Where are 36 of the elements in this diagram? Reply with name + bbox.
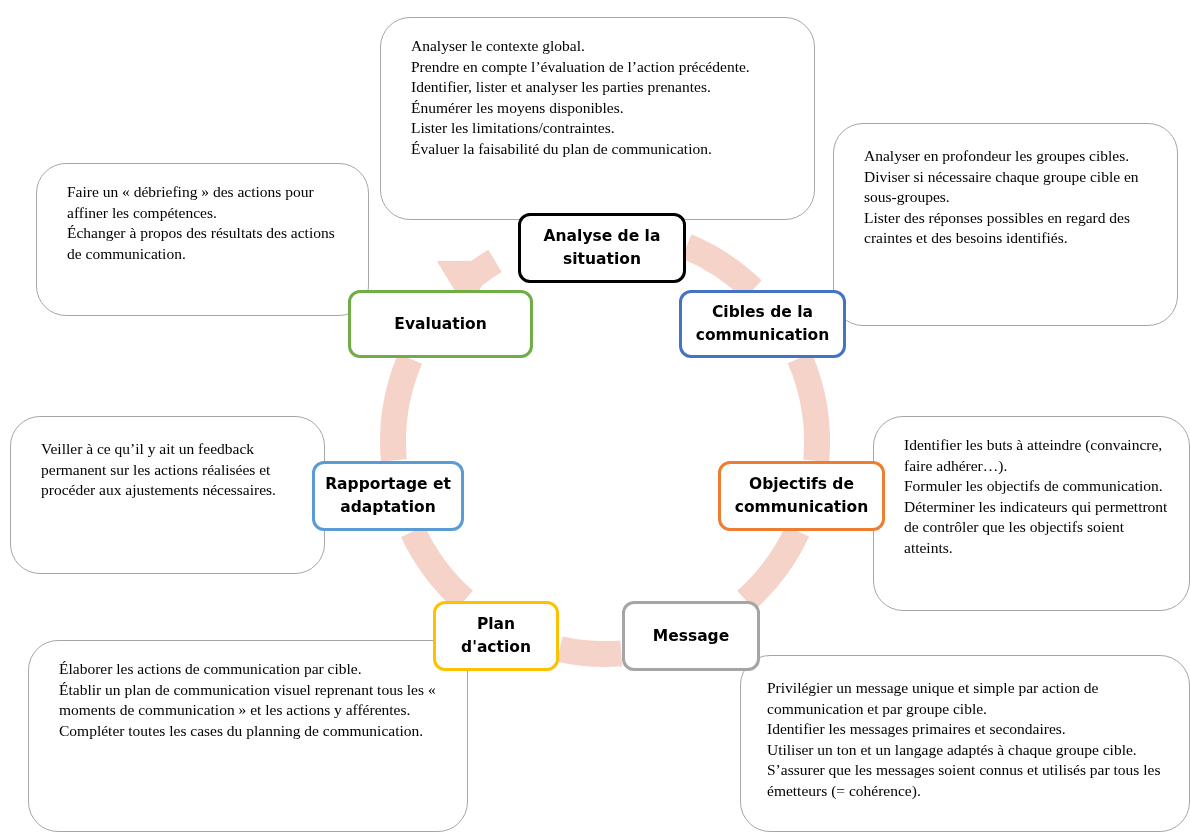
description-text: Faire un « débriefing » des actions pour affiner les compétences. bbox=[67, 182, 315, 223]
step-box: Analyse de la situation bbox=[518, 213, 686, 283]
step-box: Objectifs de communication bbox=[718, 461, 885, 531]
description-text: Identifier les messages primaires et secondaires. bbox=[767, 719, 1067, 739]
step-box: Rapportage et adaptation bbox=[312, 461, 464, 531]
description-text: S’assurer que les messages soient connus et utilisés par tous les émetteurs (= cohérence). bbox=[767, 760, 1162, 801]
note-card bbox=[873, 416, 1190, 611]
description-text: Privilégier un message unique et simple par action de communication et par groupe cible. bbox=[767, 678, 1100, 719]
note-card bbox=[10, 416, 325, 574]
step-box: Evaluation bbox=[348, 290, 533, 358]
step-box: Plan d'action bbox=[433, 601, 559, 671]
note-card bbox=[833, 123, 1178, 326]
description-text: Formuler les objectifs de communication. bbox=[904, 476, 1164, 496]
note-card bbox=[36, 163, 369, 316]
step-box: Cibles de la communication bbox=[679, 290, 846, 358]
description-text: Énumérer les moyens disponibles. bbox=[411, 97, 625, 118]
description-text: Prendre en compte l’évaluation de l’action précédente. bbox=[411, 56, 751, 77]
description-text: Veiller à ce qu’il y ait un feedback permanent sur les actions réalisées et procéder aux ajustements nécessaires. bbox=[41, 439, 277, 500]
cycle-band bbox=[557, 636, 622, 667]
description-text: Identifier, lister et analyser les parties prenantes. bbox=[411, 77, 712, 97]
description-text: Évaluer la faisabilité du plan de communication. bbox=[411, 138, 713, 159]
description-text: Utiliser un ton et un langage adaptés à chaque groupe cible. bbox=[767, 739, 1138, 760]
description-text: Analyser le contexte global. bbox=[411, 36, 586, 56]
description-text: Analyser en profondeur les groupes cibles. bbox=[864, 146, 1131, 166]
note-card bbox=[740, 655, 1190, 832]
description-text: Déterminer les indicateurs qui permettront de contrôler que les objectifs soient atteints. bbox=[904, 496, 1169, 558]
step-box: Message bbox=[622, 601, 760, 671]
description-text: Diviser si nécessaire chaque groupe cible en sous-groupes. bbox=[864, 166, 1140, 207]
description-text: Échanger à propos des résultats des actions de communication. bbox=[67, 223, 336, 264]
description-text: Identifier les buts à atteindre (convaincre, faire adhérer…). bbox=[904, 435, 1164, 476]
description-text: Compléter toutes les cases du planning de communication. bbox=[59, 720, 425, 741]
note-card bbox=[380, 17, 815, 220]
description-text: Lister des réponses possibles en regard des craintes et des besoins identifiés. bbox=[864, 207, 1131, 248]
description-text: Établir un plan de communication visuel reprenant tous les « moments de communication » et les actions y afférentes. bbox=[59, 679, 437, 720]
description-text: Lister les limitations/contraintes. bbox=[411, 118, 616, 138]
description-text: Élaborer les actions de communication par cible. bbox=[59, 659, 363, 679]
